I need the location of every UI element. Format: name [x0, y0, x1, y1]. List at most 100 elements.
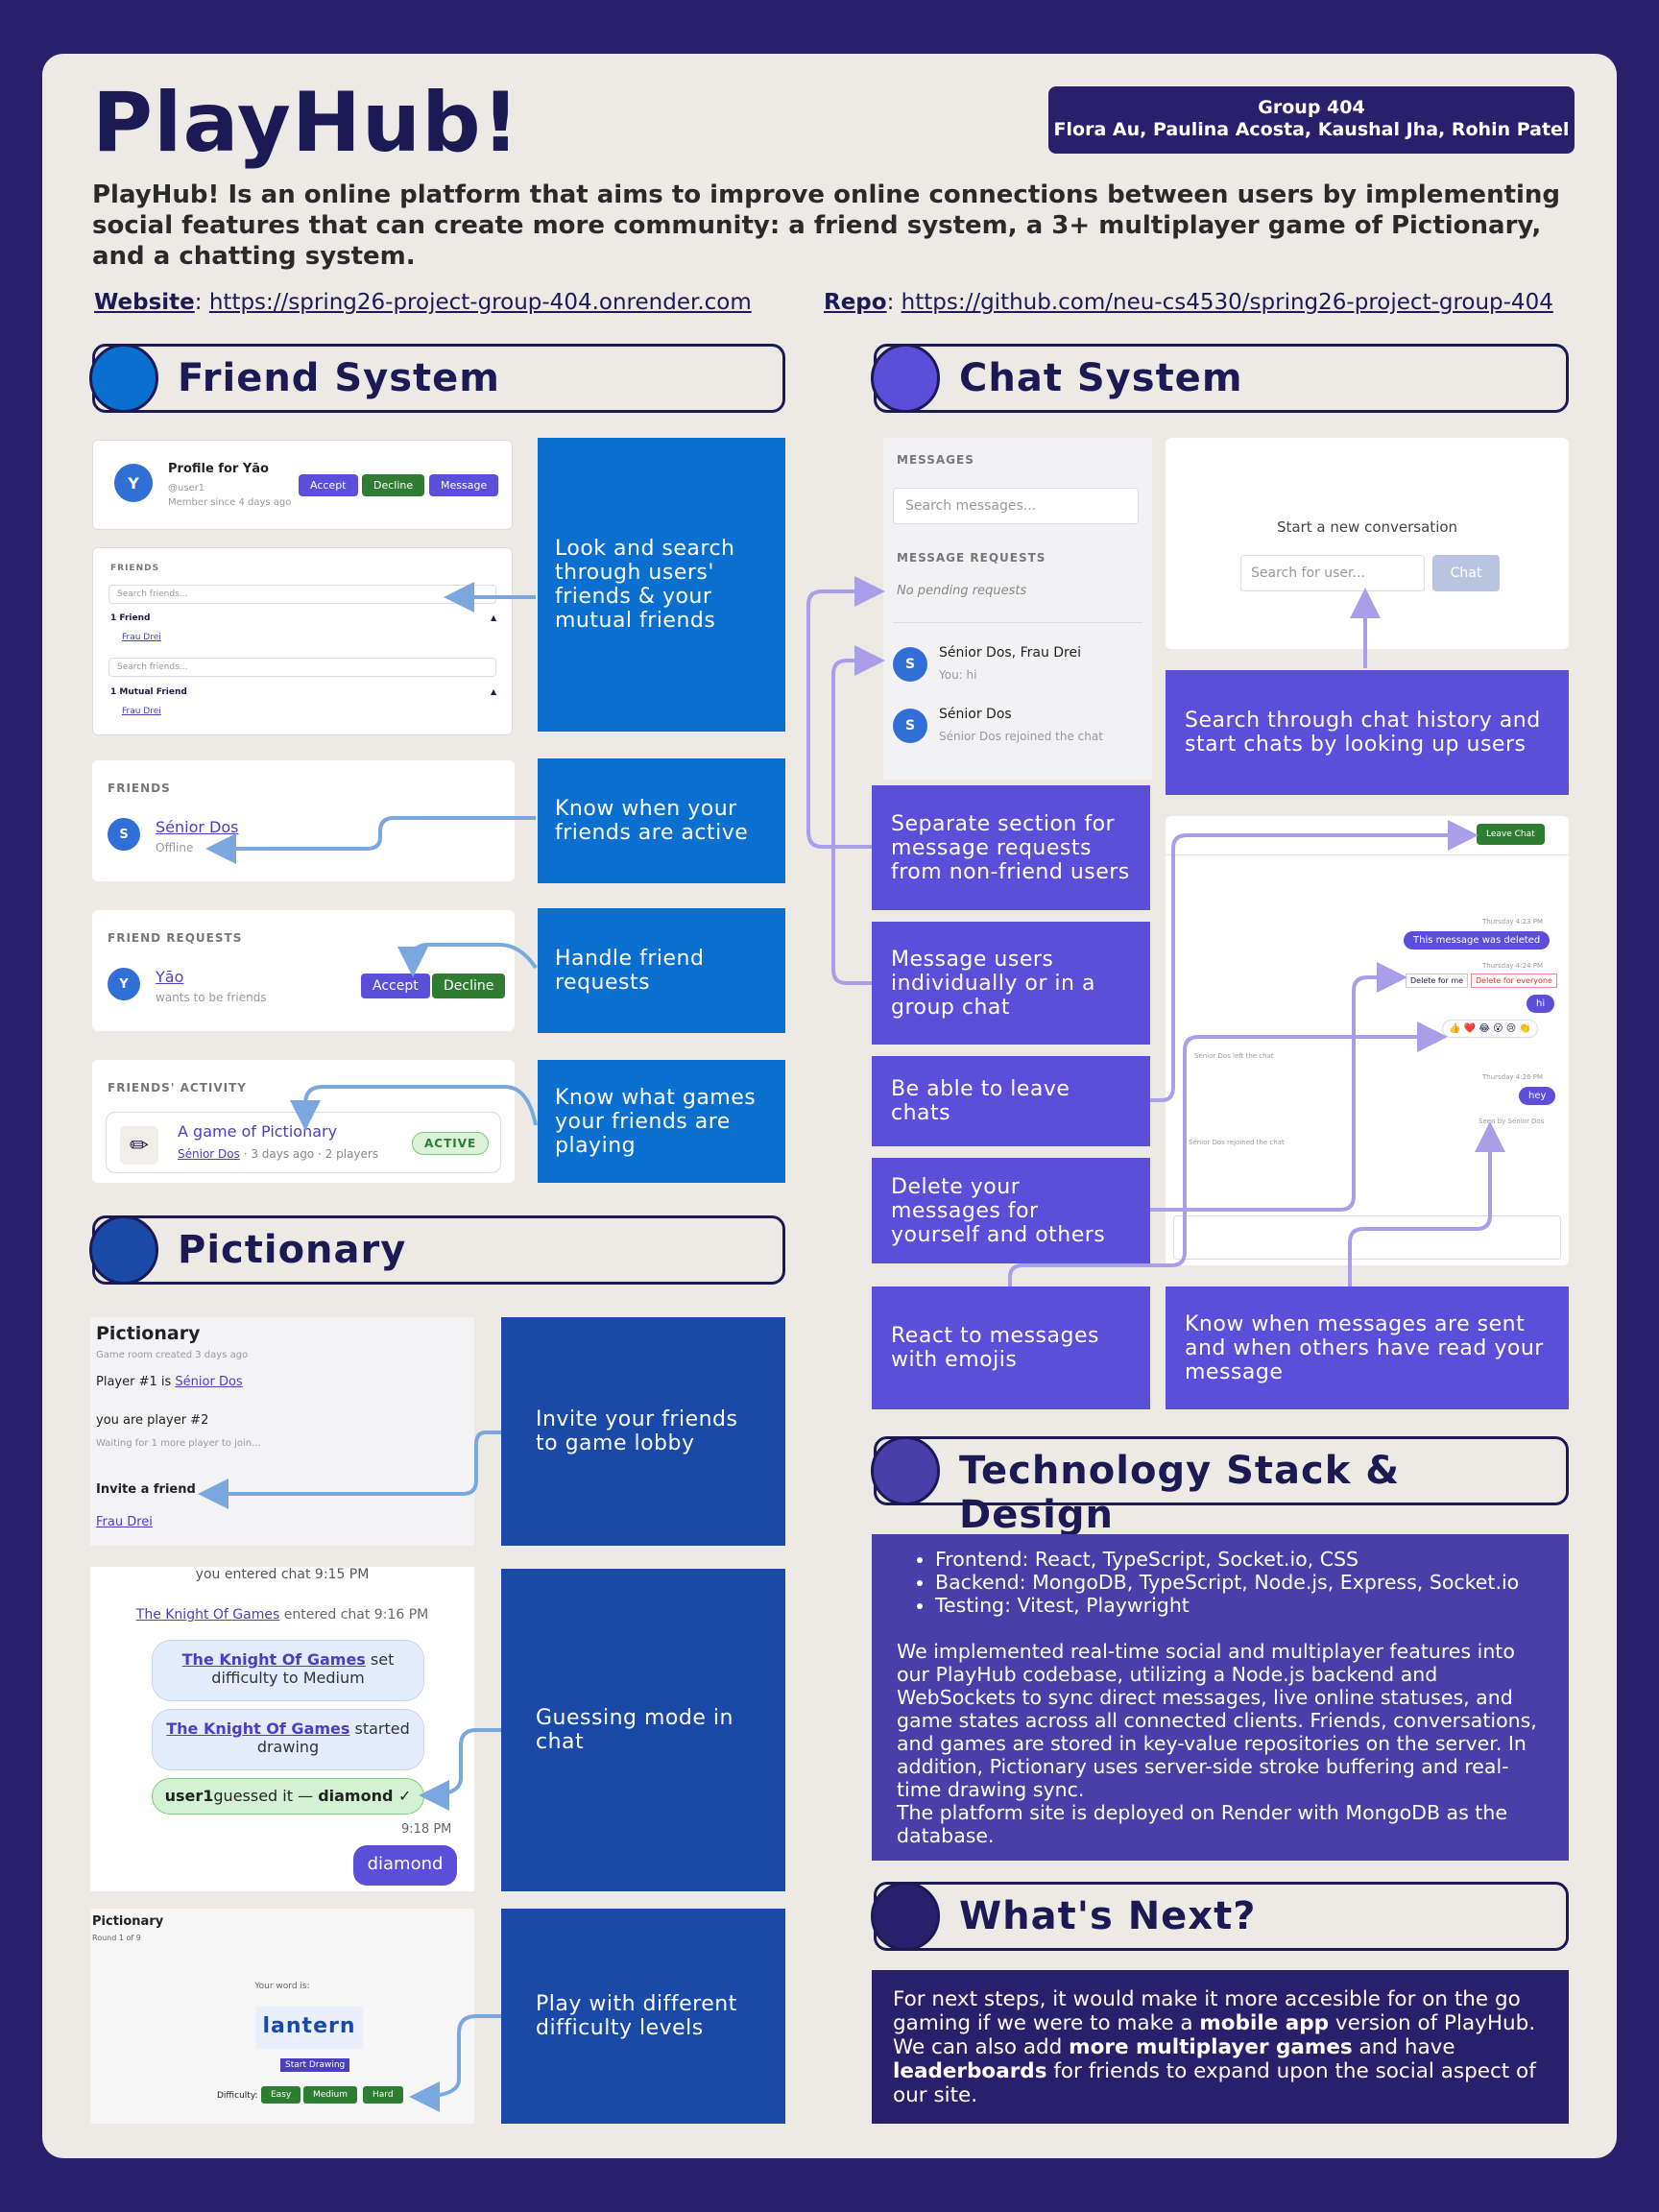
- collapse-icon[interactable]: ▲: [491, 687, 497, 696]
- search-mutual-input[interactable]: Search friends...: [108, 658, 496, 677]
- collapse-icon[interactable]: ▲: [491, 613, 497, 622]
- game-title: A game of Pictionary: [178, 1122, 338, 1141]
- emoji-reaction-bar[interactable]: 👍 ❤️ 😂 😮 😢 👏: [1442, 1020, 1538, 1038]
- new-conversation-card: Start a new conversation Search for user…: [1166, 438, 1569, 649]
- friend-caption-3: Handle friend requests: [538, 908, 785, 1033]
- chat-caption-6: React to messages with emojis: [872, 1286, 1150, 1409]
- easy-button[interactable]: Easy: [261, 2086, 301, 2104]
- chat-view-card: Leave Chat Thursday 4:23 PM This message…: [1166, 816, 1569, 1265]
- chat-caption-4: Be able to leave chats: [872, 1056, 1150, 1146]
- search-messages-input[interactable]: Search messages...: [893, 488, 1139, 524]
- website-url[interactable]: https://spring26-project-group-404.onren…: [208, 290, 752, 315]
- hey-message: hey: [1519, 1087, 1556, 1105]
- activity-meta: Sénior Dos · 3 days ago · 2 players: [178, 1147, 378, 1161]
- next-text: and have: [1352, 2035, 1455, 2059]
- divider: [1166, 854, 1569, 855]
- seen-receipt: Seen by Sénior Dos: [1479, 1118, 1545, 1125]
- avatar: Y: [114, 464, 153, 502]
- activity-user[interactable]: Sénior Dos: [178, 1147, 240, 1161]
- requests-label: FRIEND REQUESTS: [108, 931, 243, 945]
- conversation-name[interactable]: Sénior Dos: [939, 707, 1012, 722]
- invite-friend-link[interactable]: Frau Drei: [96, 1515, 153, 1529]
- tech-dot-icon: [871, 1436, 940, 1505]
- medium-button[interactable]: Medium: [303, 2086, 357, 2104]
- deleted-message: This message was deleted: [1404, 931, 1551, 950]
- delete-for-everyone-button[interactable]: Delete for everyone: [1471, 974, 1557, 988]
- next-bold: mobile app: [1199, 2011, 1330, 2035]
- difficulty-title: Pictionary: [92, 1914, 164, 1929]
- tech-bullet: Frontend: React, TypeScript, Socket.io, …: [935, 1548, 1544, 1571]
- conversation-preview: Sénior Dos rejoined the chat: [939, 730, 1103, 743]
- repo-label: Repo: [824, 290, 887, 315]
- divider: [893, 622, 1142, 623]
- poster-title: PlayHub!: [92, 75, 520, 171]
- avatar: S: [893, 647, 927, 682]
- friend-requests-card: FRIEND REQUESTS Y Yāo wants to be friend…: [92, 910, 515, 1031]
- friends-active-card: FRIENDS S Sénior Dos Offline: [92, 760, 515, 881]
- guess-user: user1: [164, 1787, 214, 1805]
- tech-bullet: Backend: MongoDB, TypeScript, Node.js, E…: [935, 1571, 1544, 1594]
- accept-button[interactable]: Accept: [361, 974, 430, 998]
- friend-caption-4: Know what games your friends are playing: [538, 1060, 785, 1183]
- mutual-friend-link[interactable]: Frau Drei: [122, 707, 161, 716]
- delete-for-me-button[interactable]: Delete for me: [1406, 974, 1469, 988]
- start-drawing-button[interactable]: Start Drawing: [280, 2058, 350, 2072]
- waiting-text: Waiting for 1 more player to join...: [96, 1438, 261, 1449]
- friends-activity-card: FRIENDS' ACTIVITY ✏ A game of Pictionary…: [92, 1060, 515, 1183]
- chat-user[interactable]: The Knight Of Games: [135, 1607, 280, 1623]
- friend-count: 1 Friend: [110, 613, 151, 623]
- hard-button[interactable]: Hard: [363, 2086, 403, 2104]
- search-friends-input[interactable]: Search friends...: [108, 585, 496, 604]
- decline-button[interactable]: Decline: [362, 474, 425, 496]
- chat-caption-5: Delete your messages for yourself and ot…: [872, 1158, 1150, 1263]
- guess-bubble: user1guessed it — diamond ✓: [152, 1778, 424, 1815]
- bubble-user[interactable]: The Knight Of Games: [166, 1719, 350, 1738]
- next-bold: more multiplayer games: [1069, 2035, 1353, 2059]
- conversation-name[interactable]: Sénior Dos, Frau Drei: [939, 645, 1081, 661]
- messages-label: MESSAGES: [897, 453, 974, 467]
- search-user-input[interactable]: Search for user...: [1240, 555, 1425, 591]
- group-name: Group 404: [1258, 97, 1365, 118]
- friend-link[interactable]: Frau Drei: [122, 633, 161, 642]
- website-link-row[interactable]: Website: https://spring26-project-group-…: [94, 290, 752, 315]
- next-text: For next steps, it would make it more ac…: [893, 1987, 1521, 2035]
- next-heading: What's Next?: [959, 1894, 1257, 1938]
- leave-chat-button[interactable]: Leave Chat: [1477, 824, 1545, 845]
- hi-message: hi: [1527, 995, 1555, 1013]
- accept-button[interactable]: Accept: [299, 474, 358, 496]
- player-1: Player #1 is Sénior Dos: [96, 1375, 243, 1389]
- timestamp: Thursday 4:23 PM: [1482, 918, 1543, 926]
- left-chat-notice: Sénior Dos left the chat: [1194, 1052, 1274, 1060]
- avatar: Y: [108, 968, 140, 1000]
- chat-caption-2: Separate section for message requests fr…: [872, 785, 1150, 910]
- system-bubble: The Knight Of Games set difficulty to Me…: [152, 1640, 424, 1701]
- friend-name[interactable]: Sénior Dos: [156, 818, 239, 836]
- pictionary-header: Pictionary: [89, 1215, 785, 1285]
- secret-word: lantern: [255, 2007, 363, 2049]
- tech-header: Technology Stack & Design: [871, 1436, 1569, 1537]
- mutual-count: 1 Mutual Friend: [110, 687, 187, 697]
- messages-panel: MESSAGES Search messages... MESSAGE REQU…: [883, 438, 1152, 780]
- message-button[interactable]: Message: [429, 474, 499, 496]
- chat-caption-3: Message users individually or in a group…: [872, 922, 1150, 1045]
- lobby-created: Game room created 3 days ago: [96, 1350, 249, 1360]
- chat-system-heading: Chat System: [959, 356, 1243, 400]
- player-1-name[interactable]: Sénior Dos: [175, 1375, 243, 1389]
- repo-url[interactable]: https://github.com/neu-cs4530/spring26-p…: [901, 290, 1553, 315]
- website-label: Website: [94, 290, 195, 315]
- next-bold: leaderboards: [893, 2059, 1047, 2083]
- decline-button[interactable]: Decline: [432, 974, 506, 998]
- profile-handle: @user1: [168, 483, 205, 493]
- repo-link-row[interactable]: Repo: https://github.com/neu-cs4530/spri…: [824, 290, 1553, 315]
- chat-button[interactable]: Chat: [1432, 555, 1500, 591]
- bubble-user[interactable]: The Knight Of Games: [181, 1650, 366, 1669]
- group-badge: Group 404 Flora Au, Paulina Acosta, Kaus…: [1048, 86, 1575, 154]
- chat-entered-2: The Knight Of Games entered chat 9:16 PM: [90, 1607, 474, 1623]
- message-input[interactable]: [1173, 1215, 1561, 1260]
- tech-deploy: The platform site is deployed on Render …: [897, 1801, 1507, 1847]
- avatar: S: [108, 818, 140, 851]
- difficulty-screenshot: Pictionary Round 1 of 9 Your word is: la…: [90, 1909, 474, 2124]
- next-text: for friends to expand upon the social as…: [893, 2059, 1536, 2107]
- requester-name[interactable]: Yāo: [156, 968, 184, 986]
- activity-item[interactable]: ✏ A game of Pictionary Sénior Dos · 3 da…: [106, 1112, 501, 1173]
